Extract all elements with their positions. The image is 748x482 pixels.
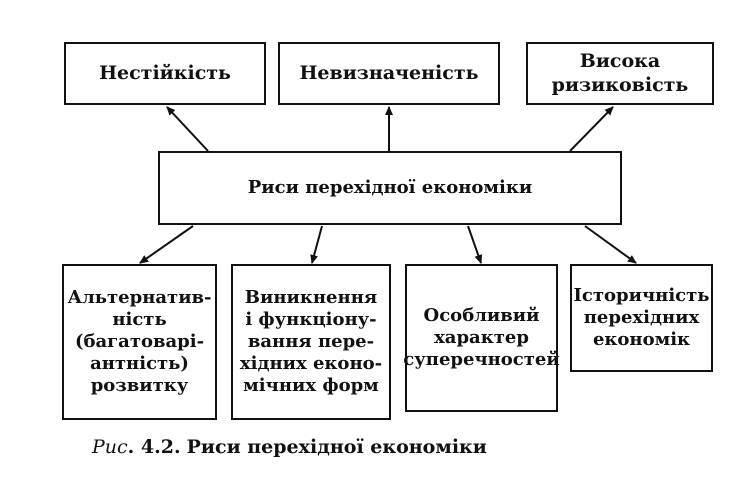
caption-number: . 4.2.: [127, 436, 181, 458]
central-concept-label: Риси перехідної економіки: [247, 177, 533, 199]
box-historicity-label: Історичність перехідних економік: [573, 285, 710, 350]
figure-caption: Рис. 4.2. Риси перехідної економіки: [92, 436, 487, 458]
arrow-to-risk: [569, 106, 614, 152]
box-risk-label: Висока ризиковість: [551, 50, 689, 96]
caption-prefix: Рис: [92, 436, 128, 458]
box-uncertainty-label: Невизначеність: [299, 61, 479, 84]
box-uncertainty: Невизначеність: [278, 42, 500, 105]
caption-title: Риси перехідної економіки: [186, 436, 487, 458]
box-contradictions-label: Особливий характер суперечностей: [403, 305, 560, 370]
box-contradictions: Особливий характер суперечностей: [403, 264, 560, 412]
box-central-concept: Риси перехідної економіки: [158, 151, 622, 225]
arrow-to-alternativeness: [139, 225, 194, 264]
arrow-to-instability: [166, 106, 209, 152]
box-alternativeness-label: Альтернатив- ність (багатоварі- антність…: [67, 287, 212, 396]
box-forms-label: Виникнення і функціону- вання пере- хідн…: [239, 287, 383, 396]
box-historicity: Історичність перехідних економік: [570, 264, 713, 372]
arrow-to-forms: [310, 225, 323, 264]
arrow-to-historicity: [584, 225, 637, 264]
box-forms: Виникнення і функціону- вання пере- хідн…: [231, 264, 391, 420]
box-instability: Нестійкість: [64, 42, 266, 105]
box-alternativeness: Альтернатив- ність (багатоварі- антність…: [62, 264, 217, 420]
box-instability-label: Нестійкість: [99, 61, 231, 84]
box-risk: Висока ризиковість: [526, 42, 714, 105]
arrow-to-contradictions: [467, 225, 483, 264]
